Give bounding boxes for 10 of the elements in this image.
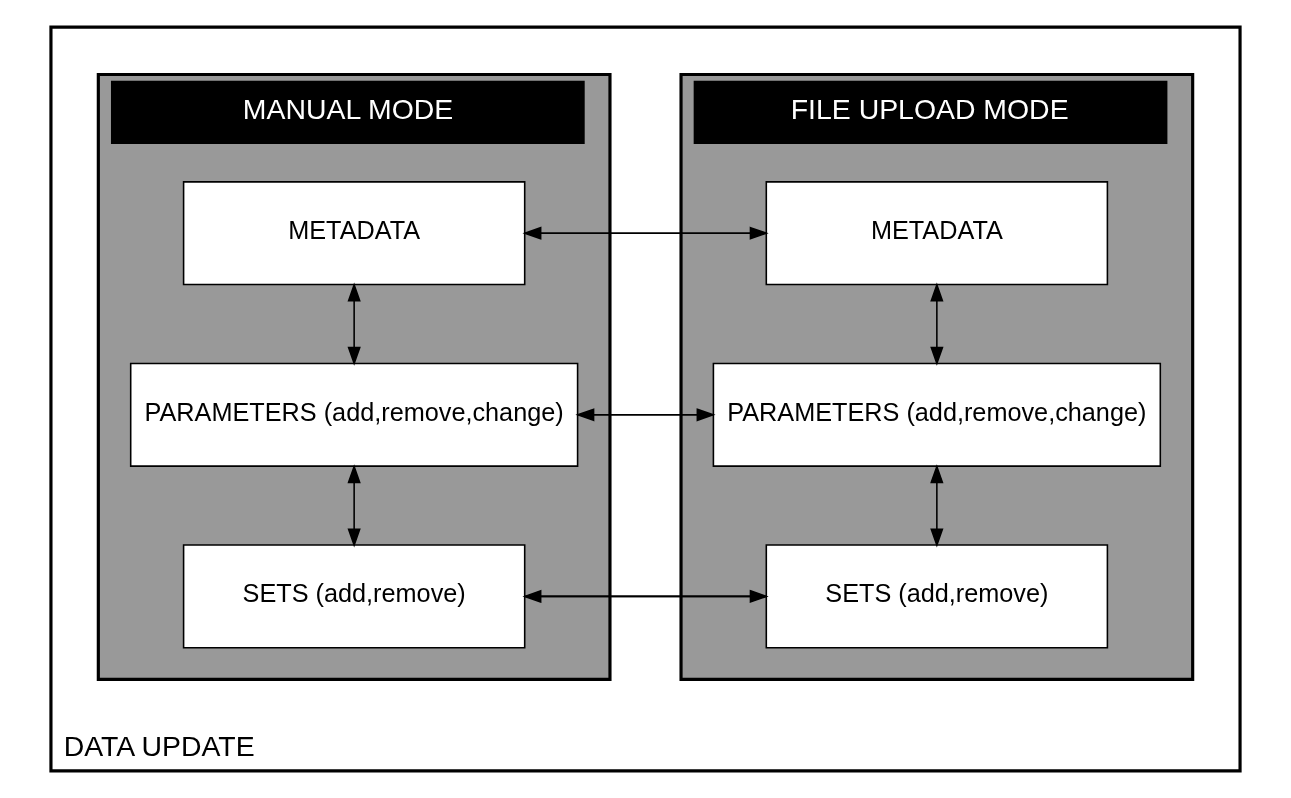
node-box: SETS (add,remove) xyxy=(182,544,526,649)
arrow xyxy=(347,464,361,548)
node-box: SETS (add,remove) xyxy=(765,544,1109,649)
node-box: METADATA xyxy=(182,181,526,286)
node-box: PARAMETERS (add,remove,change) xyxy=(712,362,1162,467)
arrow xyxy=(930,464,944,548)
node-box: METADATA xyxy=(765,181,1109,286)
arrow xyxy=(930,282,944,366)
node-box: PARAMETERS (add,remove,change) xyxy=(129,362,579,467)
arrow xyxy=(347,282,361,366)
